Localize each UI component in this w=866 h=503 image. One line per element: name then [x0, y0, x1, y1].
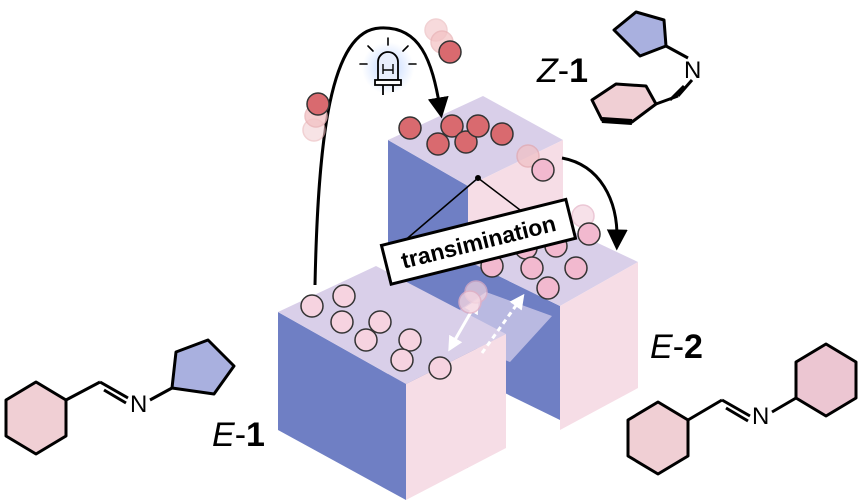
e1-cyclohexyl-ring	[4, 380, 68, 456]
molecule-red	[490, 122, 514, 146]
molecule-red	[466, 114, 490, 138]
z1-nitrogen-atom: N	[684, 57, 701, 84]
photoisomerization-arrow	[313, 26, 449, 286]
molecule-light-pink	[330, 310, 354, 334]
e1-label: E-1	[212, 416, 265, 454]
molecule-light-pink	[428, 356, 452, 380]
transimination-box	[379, 197, 578, 287]
e2-right-cyclohexyl-ring	[794, 342, 858, 418]
e2-nitrogen-atom: N	[752, 403, 769, 430]
e2-label: E-2	[650, 328, 703, 366]
e1-cyclopentyl-ring	[170, 338, 236, 396]
molecule-red	[306, 92, 330, 116]
molecule-red	[426, 132, 450, 156]
molecule-red	[454, 130, 478, 154]
led-light-icon	[359, 37, 417, 95]
molecule-light-pink	[398, 328, 422, 352]
z1-cyclopentyl-ring	[612, 10, 668, 58]
led-rays	[359, 37, 417, 65]
molecule-pink	[520, 256, 544, 280]
molecule-pink	[564, 256, 588, 280]
transimination-callout: transimination	[379, 175, 578, 287]
e2-left-cyclohexyl-ring	[626, 400, 690, 476]
mid-step-front-face	[560, 262, 638, 430]
molecules-z1-top	[302, 18, 540, 168]
led-bulb	[377, 51, 399, 81]
molecule-light-pink	[354, 328, 378, 352]
e1-nitrogen-atom: N	[130, 391, 147, 418]
low-step-left-face	[278, 312, 406, 500]
molecule-red	[438, 40, 462, 64]
molecule-light-pink	[368, 310, 392, 334]
molecule-pink	[531, 158, 555, 182]
stair-blocks	[278, 96, 638, 500]
led-base	[374, 79, 402, 86]
exchange-arrow-right	[480, 293, 525, 354]
molecules-e1-low	[300, 284, 452, 380]
molecule-pink	[536, 276, 560, 300]
molecule-red	[516, 144, 540, 168]
e2-structure: N E-2	[626, 328, 858, 476]
process-arrows	[313, 26, 628, 354]
molecule-pink	[577, 222, 601, 246]
e1-structure: N E-1	[4, 338, 265, 456]
molecule-light-pink	[332, 284, 356, 308]
molecule-pink	[458, 290, 482, 314]
molecule-light-pink	[300, 294, 324, 318]
molecule-red	[398, 116, 422, 140]
molecule-red	[440, 114, 464, 138]
z1-structure: N Z-1	[536, 10, 701, 125]
z1-cyclohexyl-ring	[590, 82, 658, 124]
z1-label: Z-1	[536, 52, 588, 90]
transfer-arrow	[561, 156, 628, 251]
molecule-light-pink	[390, 348, 414, 372]
